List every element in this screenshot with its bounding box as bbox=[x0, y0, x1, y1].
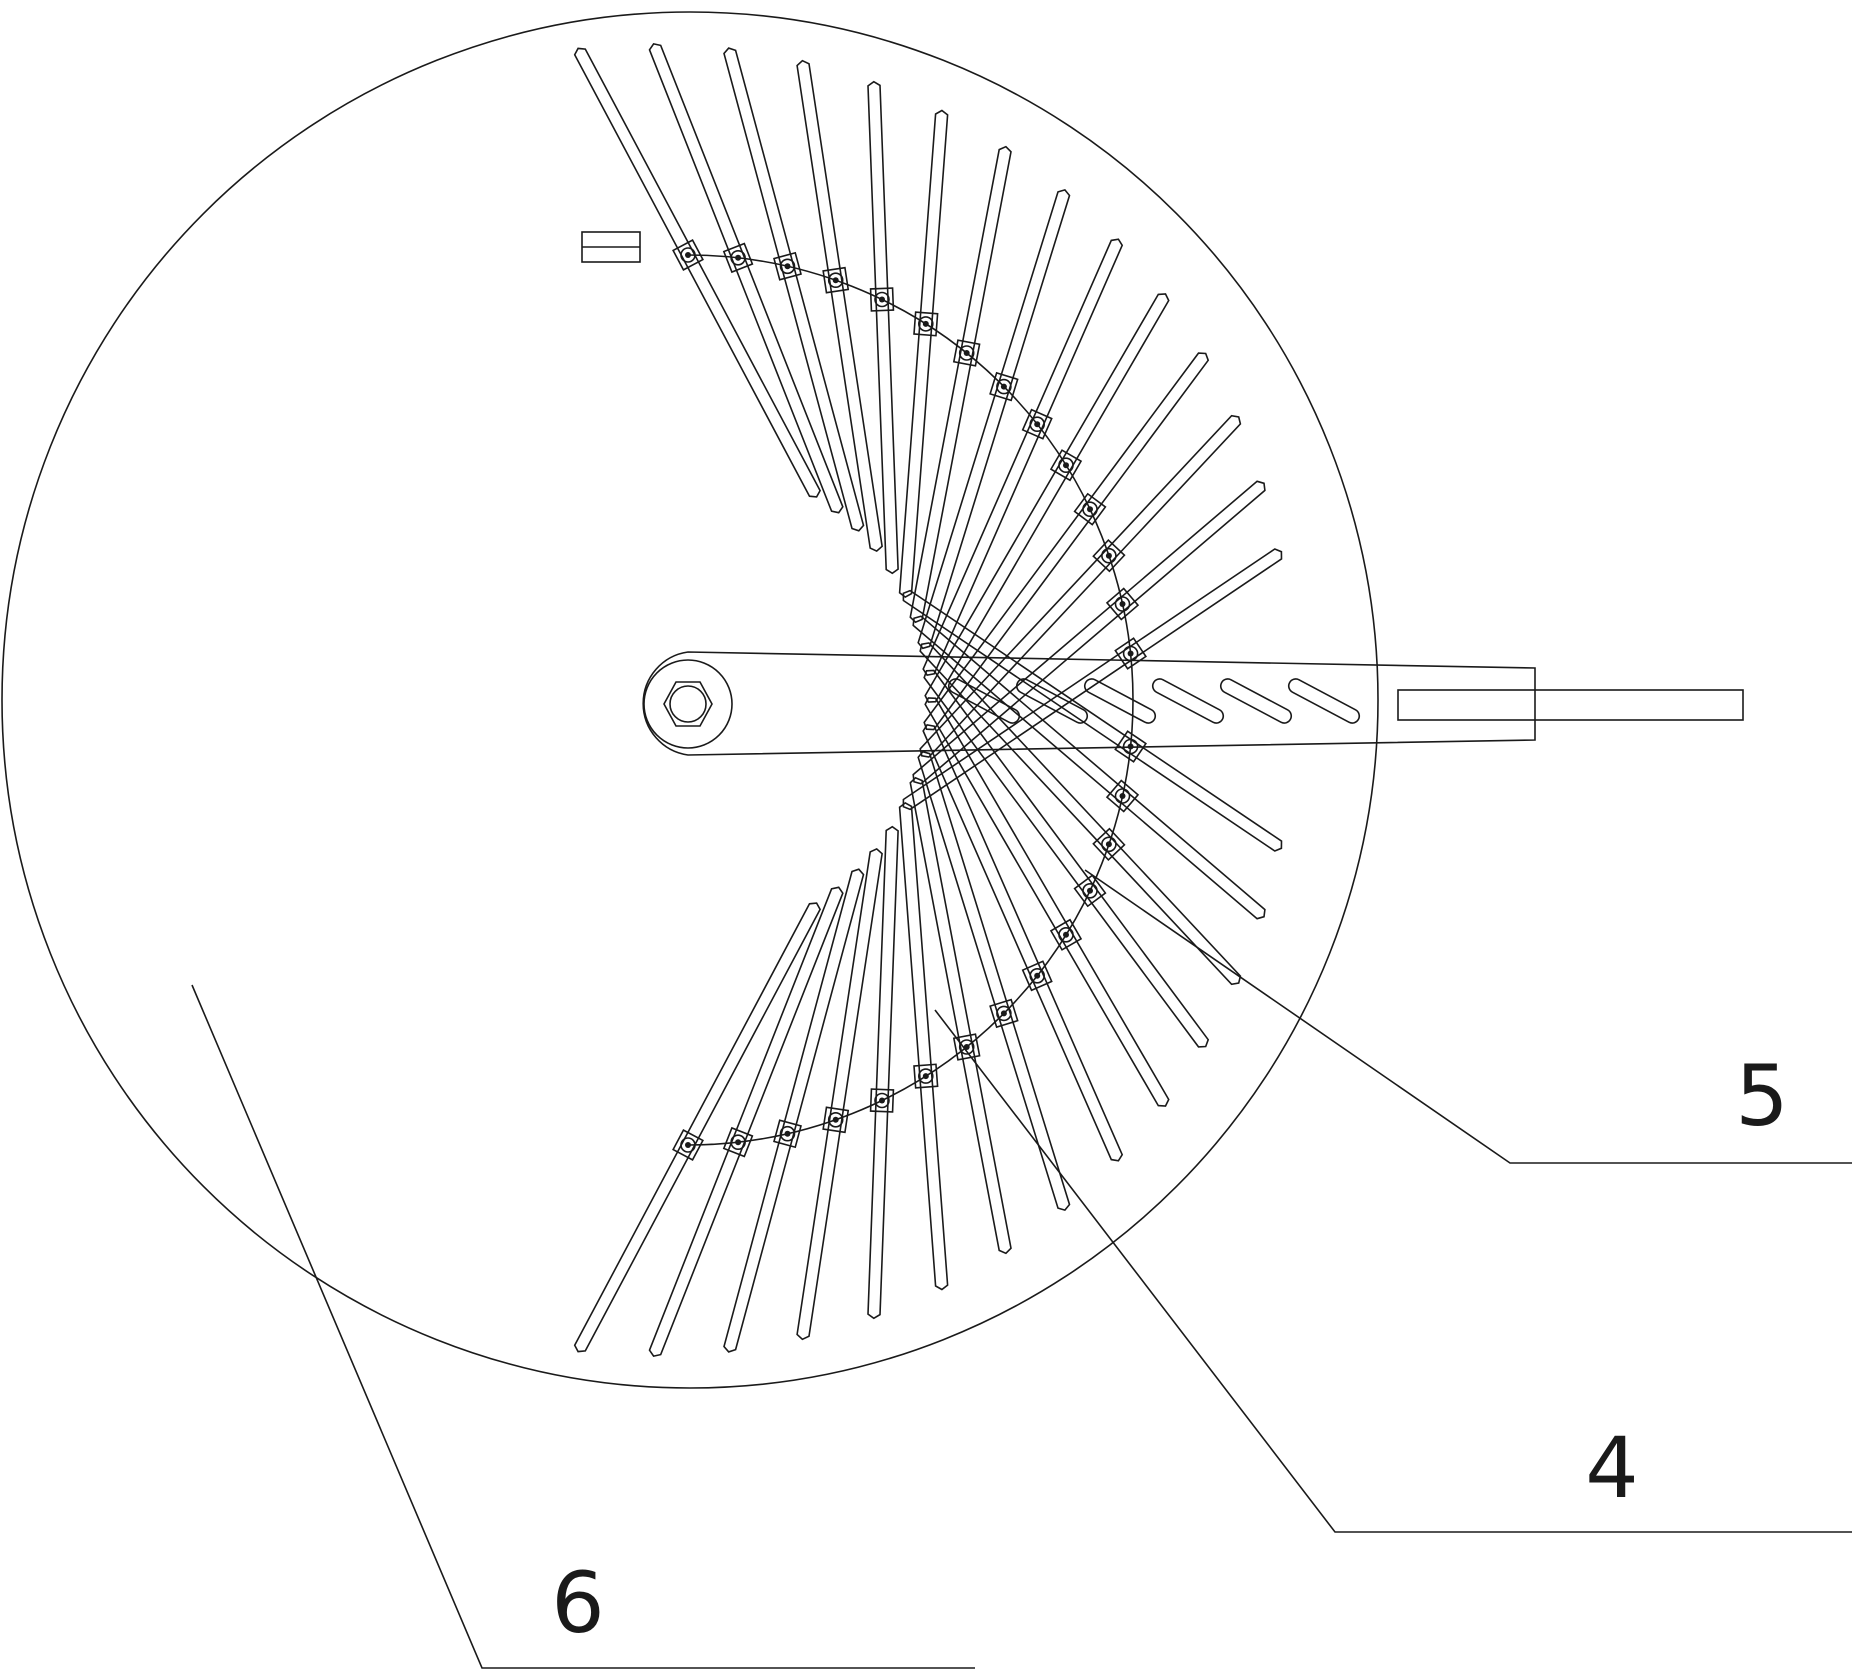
tine-group bbox=[573, 43, 1283, 1357]
upper-tine-5 bbox=[898, 109, 949, 599]
disc-plate bbox=[1, 11, 1379, 1389]
lower-tine-12 bbox=[912, 615, 1266, 920]
arm-slot-2 bbox=[1083, 678, 1157, 724]
lower-tine-3 bbox=[796, 847, 883, 1341]
lower-tine-4 bbox=[867, 825, 899, 1320]
upper-tine-4 bbox=[867, 80, 899, 575]
lower-tine-10 bbox=[923, 669, 1210, 1048]
leader-line-5 bbox=[1084, 869, 1852, 1164]
arm-slot-0 bbox=[947, 678, 1021, 724]
hub-bolt bbox=[643, 659, 733, 749]
lower-tine-11 bbox=[919, 642, 1242, 986]
upper-tine-0 bbox=[573, 47, 822, 498]
lower-tine-5 bbox=[898, 801, 949, 1291]
leader-line-6 bbox=[191, 984, 975, 1669]
upper-tine-8 bbox=[922, 238, 1124, 676]
lower-tine-9 bbox=[924, 697, 1170, 1107]
upper-tine-9 bbox=[924, 293, 1170, 703]
upper-tine-2 bbox=[723, 47, 865, 532]
upper-tine-11 bbox=[919, 414, 1242, 758]
lower-tine-2 bbox=[723, 868, 865, 1353]
lower-tine-8 bbox=[922, 724, 1124, 1162]
lower-tine-1 bbox=[648, 886, 844, 1357]
top-left-clamp bbox=[581, 231, 641, 263]
lower-tine-6 bbox=[909, 776, 1012, 1255]
arm-extension bbox=[1397, 689, 1744, 721]
leader-line-4 bbox=[934, 1009, 1852, 1533]
upper-tine-3 bbox=[796, 59, 883, 553]
arm-slot-5 bbox=[1287, 678, 1361, 724]
label-6: 6 bbox=[551, 1554, 604, 1652]
crank-arm bbox=[642, 651, 1744, 756]
upper-tine-6 bbox=[909, 145, 1012, 624]
lower-tine-7 bbox=[917, 750, 1071, 1212]
arm-slot-1 bbox=[1015, 678, 1089, 724]
hub-nut-icon bbox=[663, 681, 713, 727]
hub-hole bbox=[669, 685, 707, 723]
arm-slots bbox=[947, 678, 1361, 724]
lower-tine-0 bbox=[573, 902, 822, 1353]
upper-tine-7 bbox=[917, 188, 1071, 650]
arm-slot-4 bbox=[1219, 678, 1293, 724]
arm-body bbox=[642, 651, 1536, 756]
label-5: 5 bbox=[1735, 1047, 1788, 1145]
upper-tine-1 bbox=[648, 43, 844, 514]
arm-slot-3 bbox=[1151, 678, 1225, 724]
lower-tine-13 bbox=[902, 589, 1283, 852]
upper-tine-10 bbox=[923, 352, 1210, 731]
label-4: 4 bbox=[1585, 1419, 1638, 1517]
upper-tine-12 bbox=[912, 480, 1266, 785]
